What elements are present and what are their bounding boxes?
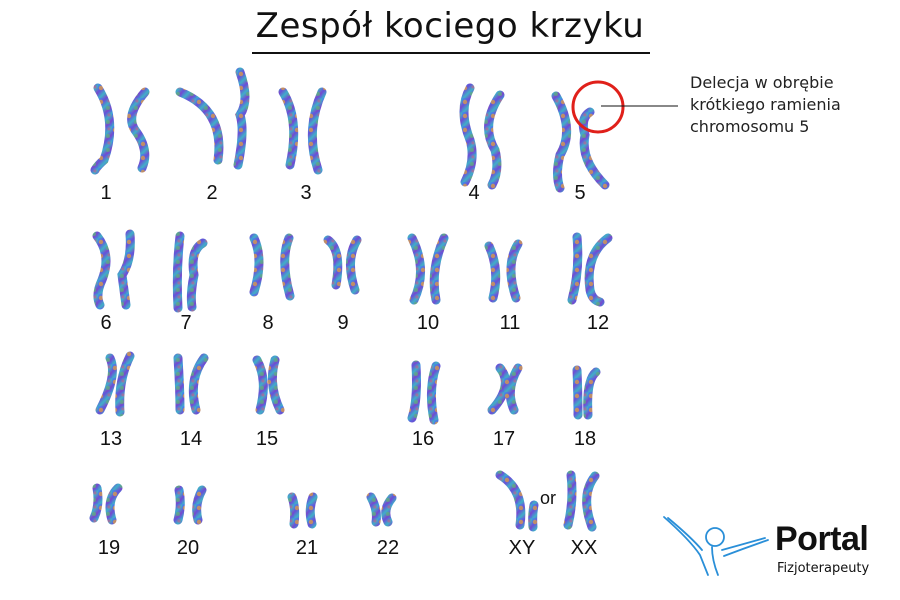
chromosome-label-15: 15 [255,428,279,450]
chromosome-label-4: 4 [468,182,480,204]
chromosome-pair-16 [407,360,441,425]
title-underline [252,52,650,54]
logo-name: Portal [775,520,869,558]
chromosome-label-17: 17 [492,428,516,450]
chromosome-label-20: 20 [176,537,200,559]
chromosome-pair-2 [175,67,250,170]
chromosome-label-xy: XY [508,537,536,559]
sex-chromosome-or-label: or [540,488,557,508]
chromosome-label-21: 21 [295,537,319,559]
chromosome-pair-10 [407,233,449,305]
chromosome-pair-14 [173,353,209,415]
chromosome-label-13: 13 [99,428,123,450]
chromosome-pair-19 [89,483,123,525]
chromosome-label-5: 5 [574,182,586,204]
chromosome-label-10: 10 [416,312,440,334]
deletion-annotation: Delecja w obrębie krótkiego ramienia chr… [690,72,841,138]
page-title: Zespół kociego krzyku [255,6,645,46]
annotation-line-2: krótkiego ramienia [690,95,841,114]
chromosome-label-8: 8 [262,312,274,334]
chromosome-pair-11 [484,239,523,303]
chromosome-pair-13 [95,351,135,417]
chromosome-label-14: 14 [179,428,203,450]
chromosome-pair-20 [173,485,207,525]
chromosome-label-12: 12 [586,312,610,334]
annotation-line-3: chromosomu 5 [690,117,810,136]
chromosome-label-6: 6 [100,312,112,334]
logo-subtitle: Fizjoterapeuty [777,561,870,576]
chromosome-pair-22 [366,492,397,527]
chromosome-pair-9 [323,235,362,295]
chromosome-pair-xy [495,470,539,532]
chromosome-pair-17 [487,363,523,415]
chromosome-label-9: 9 [337,312,349,334]
deletion-highlight-circle [571,80,625,134]
chromosome-pair-xx [563,470,600,532]
chromosome-label-16: 16 [411,428,435,450]
chromosome-pair-7 [172,231,208,313]
chromosome-pair-8 [249,233,295,301]
chromosome-label-7: 7 [180,312,192,334]
chromosome-pair-6 [92,229,135,310]
chromosome-pair-1 [90,83,150,175]
chromosome-pair-4 [459,83,505,190]
chromosome-pair-5 [551,91,610,193]
chromosome-label-18: 18 [573,428,597,450]
chromosome-label-2: 2 [206,182,218,204]
annotation-line-1: Delecja w obrębie [690,73,834,92]
chromosome-label-11: 11 [499,312,521,334]
chromosome-label-22: 22 [376,537,400,559]
chromosome-label-xx: XX [570,537,598,559]
chromosome-pair-12 [567,232,613,307]
chromosome-pair-18 [572,365,601,420]
chromosome-label-1: 1 [100,182,112,204]
chromosome-label-19: 19 [97,537,121,559]
person-arms-raised-icon [663,516,769,576]
chromosome-pair-15 [252,355,285,415]
chromosome-label-3: 3 [300,182,312,204]
chromosome-pair-21 [287,492,318,529]
chromosome-pair-3 [278,87,327,175]
